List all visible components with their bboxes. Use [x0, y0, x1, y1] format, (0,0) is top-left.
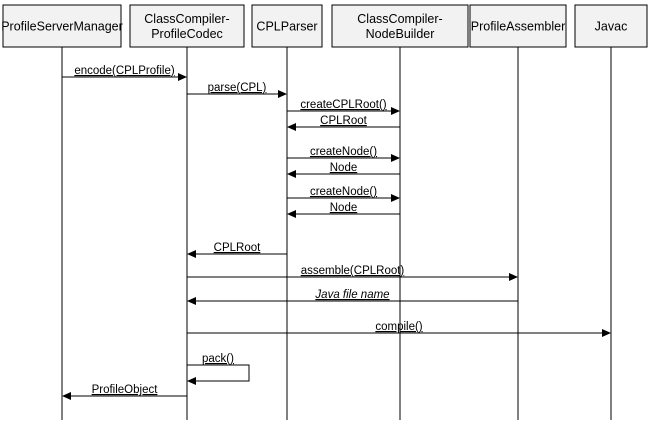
participant-label: ProfileAssembler	[471, 20, 565, 34]
message-node: Node	[287, 162, 400, 178]
arrow-head	[178, 73, 187, 81]
message-label: Java file name	[314, 289, 389, 301]
participant-label: NodeBuilder	[366, 27, 435, 41]
participant-javac: Javac	[574, 4, 648, 420]
message-profileobject: ProfileObject	[62, 384, 187, 400]
message-cplroot: CPLRoot	[287, 115, 400, 131]
message-createcplroot: createCPLRoot()	[287, 99, 400, 115]
message-label: assemble(CPLRoot)	[301, 265, 405, 277]
message-cplroot: CPLRoot	[187, 242, 287, 258]
message-label: encode(CPLProfile)	[74, 65, 175, 77]
participant-label: Javac	[595, 20, 628, 34]
arrow-head	[187, 250, 196, 258]
participant-label: ProfileCodec	[151, 27, 223, 41]
message-node: Node	[287, 202, 400, 218]
arrow-head	[62, 392, 71, 400]
arrow-head	[287, 123, 296, 131]
participant-box-codec	[129, 4, 245, 48]
arrow-head	[391, 154, 400, 162]
message-label: createCPLRoot()	[300, 99, 386, 111]
participant-builder: ClassCompiler-NodeBuilder	[331, 4, 469, 420]
message-createnode: createNode()	[287, 146, 400, 162]
participant-box-javac	[574, 4, 648, 48]
participant-box-parser	[251, 4, 323, 48]
arrow-head	[278, 90, 287, 98]
message-label: CPLRoot	[320, 115, 367, 127]
arrow-head	[287, 210, 296, 218]
message-label: createNode()	[310, 146, 377, 158]
message-label: CPLRoot	[214, 242, 261, 254]
participant-box-builder	[331, 4, 469, 48]
participant-psm: ProfileServerManager	[1, 4, 123, 420]
participant-assembler: ProfileAssembler	[469, 4, 567, 420]
message-label: parse(CPL)	[208, 82, 267, 94]
message-pack: pack()	[187, 353, 250, 385]
messages-layer: encode(CPLProfile) parse(CPL) createCPLRoo…	[62, 65, 611, 400]
message-label: ProfileObject	[92, 384, 159, 396]
participant-parser: CPLParser	[251, 4, 323, 420]
message-encode-cplprofile: encode(CPLProfile)	[62, 65, 187, 81]
participant-label: ClassCompiler-	[144, 12, 229, 26]
message-createnode: createNode()	[287, 186, 400, 202]
message-assemble-cplroot: assemble(CPLRoot)	[187, 265, 518, 281]
message-label: Node	[330, 202, 358, 214]
message-label: createNode()	[310, 186, 377, 198]
arrow-head	[391, 194, 400, 202]
message-parse-cpl: parse(CPL)	[187, 82, 287, 98]
participant-box-psm	[2, 4, 122, 48]
arrow-head	[187, 377, 196, 385]
message-label: compile()	[375, 321, 422, 333]
message-label: pack()	[202, 353, 234, 365]
message-java-file-name: Java file name	[187, 289, 518, 305]
participant-label: ClassCompiler-	[357, 12, 442, 26]
message-line	[187, 364, 250, 382]
message-label: Node	[330, 162, 358, 174]
arrow-head	[187, 297, 196, 305]
arrow-head	[391, 107, 400, 115]
participant-label: CPLParser	[256, 20, 317, 34]
message-compile: compile()	[187, 321, 611, 337]
participants-layer: ProfileServerManagerClassCompiler-Profil…	[1, 4, 648, 420]
participant-label: ProfileServerManager	[1, 20, 123, 34]
arrow-head	[509, 273, 518, 281]
arrow-head	[602, 329, 611, 337]
arrow-head	[287, 170, 296, 178]
participant-box-assembler	[469, 4, 567, 48]
participant-codec: ClassCompiler-ProfileCodec	[129, 4, 245, 420]
